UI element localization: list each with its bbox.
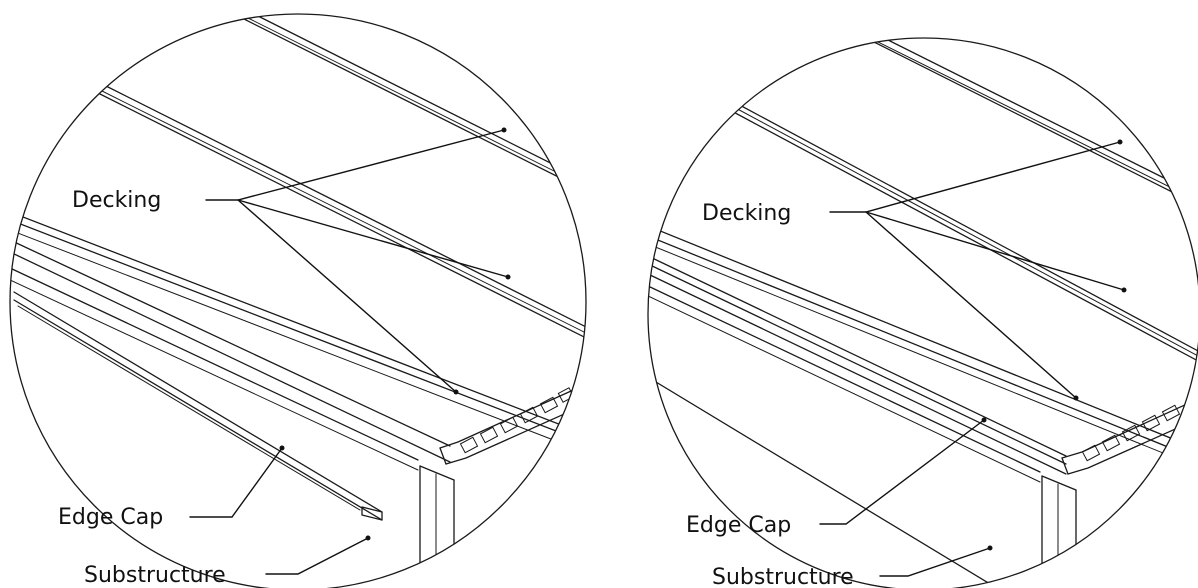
substructure-post-left — [419, 465, 455, 588]
decking-label: Decking — [72, 188, 161, 213]
substructure-label: Substructure — [712, 565, 854, 588]
decking-boards-right — [648, 38, 1198, 588]
detail-circle-left — [9, 13, 587, 588]
leaders-left — [189, 127, 511, 575]
edge-cap-label: Edge Cap — [58, 505, 163, 530]
board-profile-end-right — [1061, 397, 1198, 475]
substructure-post-right — [1041, 475, 1077, 588]
board-profile-end-left — [439, 377, 586, 465]
leaders-right — [819, 139, 1127, 577]
substructure-label: Substructure — [84, 563, 226, 588]
decking-boards-left — [10, 15, 586, 588]
detail-left: Decking Edge Cap Substructure — [9, 13, 587, 588]
decking-label: Decking — [702, 201, 791, 226]
edge-cap-label: Edge Cap — [686, 513, 791, 538]
detail-circle-right — [647, 37, 1198, 588]
detail-right: Decking Edge Cap Substructure — [647, 37, 1198, 588]
